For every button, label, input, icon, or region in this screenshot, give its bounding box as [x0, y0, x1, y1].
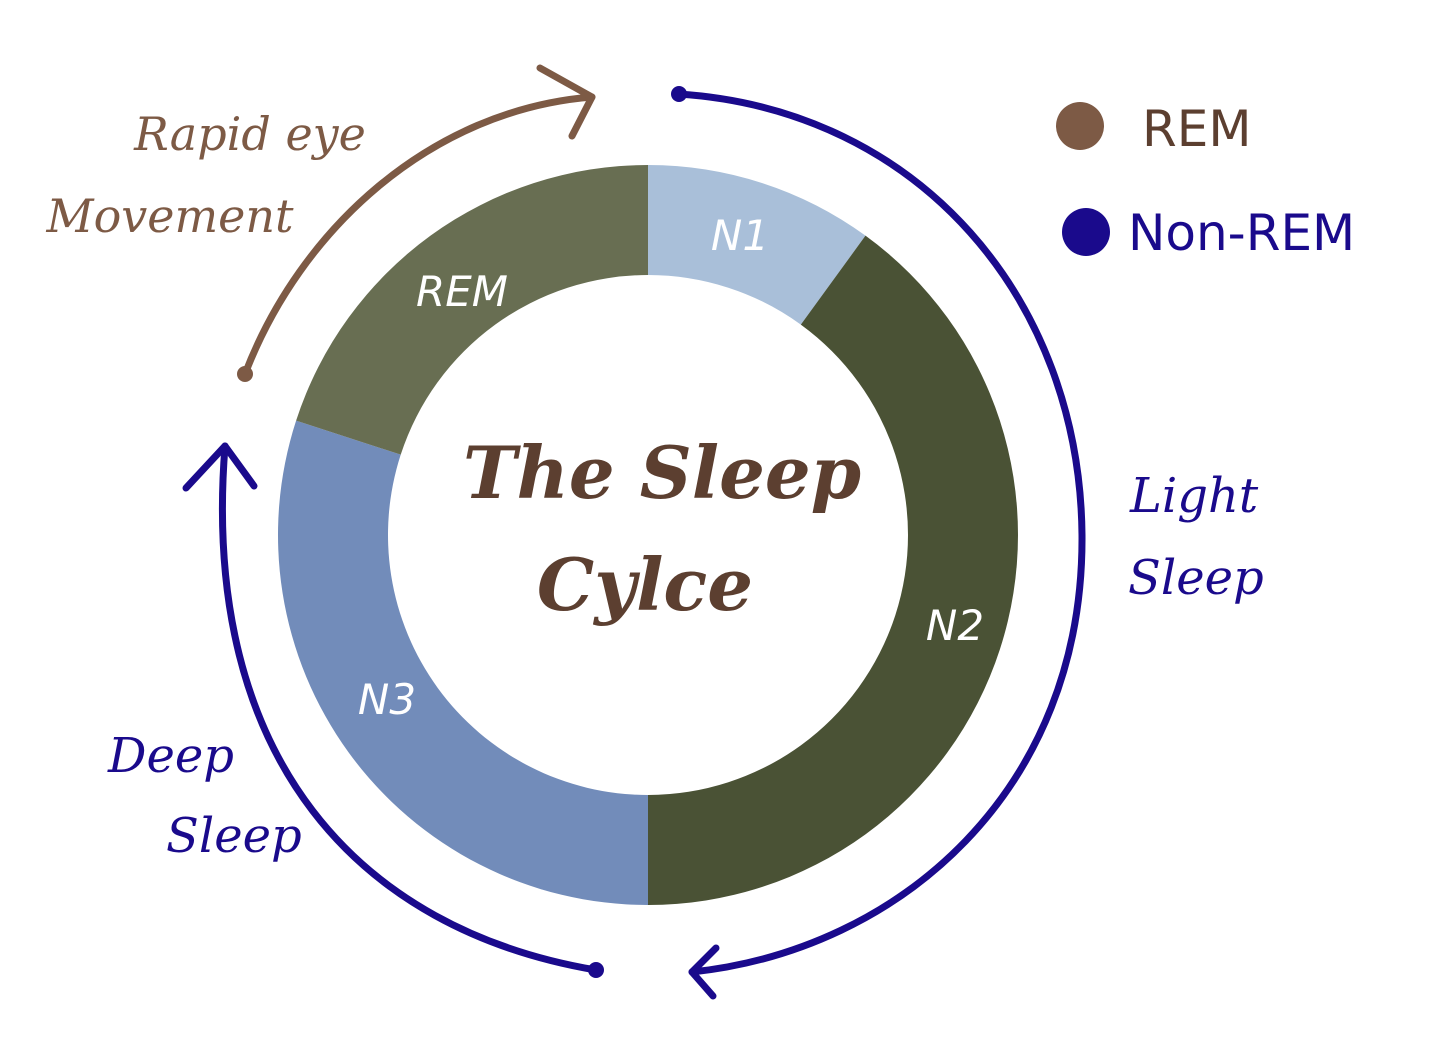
legend-dot-nonrem	[1062, 208, 1110, 256]
segment-n3	[277, 420, 648, 905]
deep-sleep-arrow	[182, 442, 604, 978]
diagram-title-line-2: Cylce	[537, 542, 753, 627]
legend-label-nonrem: Non-REM	[1128, 204, 1355, 262]
legend-dot-rem	[1056, 102, 1104, 150]
legend-label-rem: REM	[1142, 100, 1251, 158]
annotation-deep-line-1: Deep	[107, 728, 234, 784]
light-sleep-arrow	[671, 86, 1086, 1000]
segment-rem	[296, 165, 648, 455]
segment-n2	[648, 235, 1018, 906]
annotation-rem-line-2: Movement	[46, 189, 294, 243]
segment-label-rem: REM	[416, 267, 508, 316]
annotation-deep-line-2: Sleep	[166, 808, 302, 864]
sleep-cycle-ring	[277, 165, 1018, 906]
rem-arrow	[237, 64, 596, 382]
diagram-title-line-1: The Sleep	[463, 430, 861, 515]
annotation-rem-line-1: Rapid eye	[133, 107, 366, 161]
segment-label-n3: N3	[358, 675, 416, 724]
annotation-light-line-2: Sleep	[1128, 550, 1264, 606]
legend: REM Non-REM	[1056, 100, 1355, 262]
annotation-light-line-1: Light	[1129, 468, 1259, 524]
segment-n1	[648, 165, 866, 325]
segment-label-n2: N2	[926, 601, 984, 650]
segment-label-n1: N1	[711, 211, 769, 260]
